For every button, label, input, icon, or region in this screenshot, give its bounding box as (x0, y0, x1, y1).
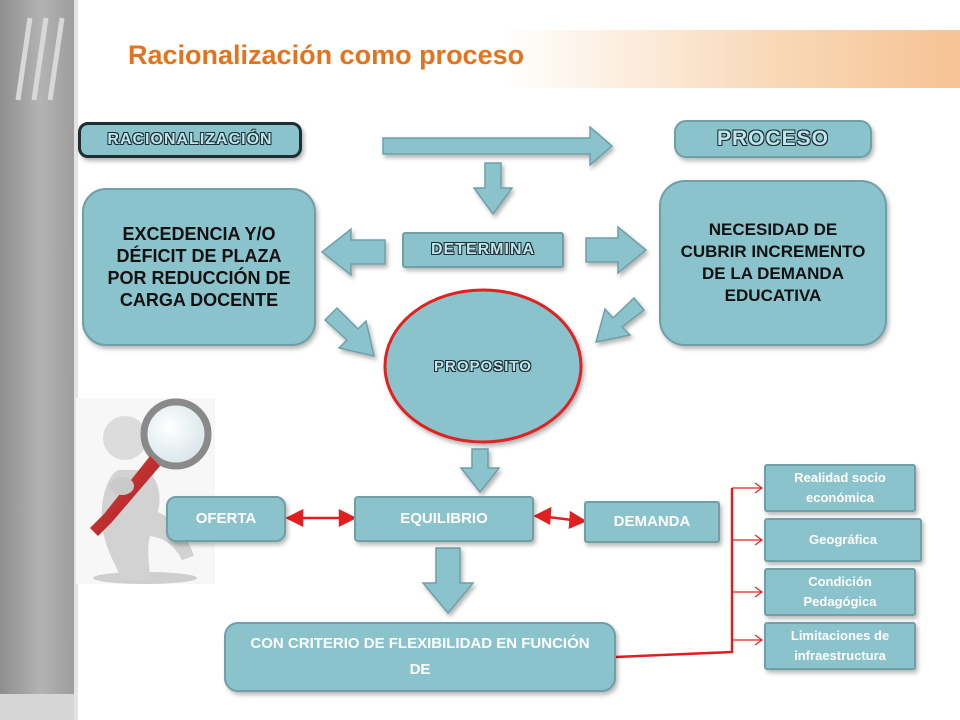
branch-arrow-realidad (732, 482, 764, 494)
excedencia-box: EXCEDENCIA Y/O DÉFICIT DE PLAZA POR REDU… (82, 188, 316, 346)
arrow-racionalizacion-to-proceso (382, 125, 614, 167)
realidad-box: Realidad socio económica (764, 464, 916, 512)
connector-criterio-factors (615, 488, 734, 659)
arrowhead-left-equilibrio (533, 506, 552, 526)
arrow-proposito-to-equilibrio (459, 448, 501, 494)
decorative-sidebar (0, 0, 74, 720)
arrow-determina-to-necesidad (585, 225, 648, 275)
condicion-label: Condición Pedagógica (803, 574, 877, 609)
oferta-box: OFERTA (166, 496, 286, 542)
proceso-box: PROCESO (674, 120, 872, 158)
proposito-ellipse (383, 288, 583, 444)
realidad-label: Realidad socio económica (794, 470, 886, 505)
necesidad-label: NECESIDAD DE CUBRIR INCREMENTO DE LA DEM… (680, 220, 866, 305)
arrowhead-right-demanda (568, 510, 587, 529)
racionalizacion-label: RACIONALIZACIÓN (107, 131, 273, 148)
determina-box: DETERMINA (402, 232, 564, 268)
person-with-magnifier-icon (76, 398, 215, 584)
proposito-label: PROPOSITO (434, 357, 532, 375)
arrow-excedencia-to-proposito (323, 306, 375, 357)
equilibrio-box: EQUILIBRIO (354, 496, 534, 542)
demanda-box: DEMANDA (584, 501, 720, 543)
branch-arrow-geografica (732, 534, 764, 546)
criterio-label: CON CRITERIO DE FLEXIBILIDAD EN FUNCIÓN … (250, 635, 590, 678)
connector-equilibrio-demanda (547, 515, 573, 522)
arrow-determina-to-excedencia (320, 227, 386, 277)
arrow-necesidad-to-proposito (594, 296, 646, 343)
excedencia-label: EXCEDENCIA Y/O DÉFICIT DE PLAZA POR REDU… (107, 224, 291, 310)
limitaciones-label: Limitaciones de infraestructura (790, 628, 890, 663)
sidebar-logo-icon (15, 17, 65, 101)
necesidad-box: NECESIDAD DE CUBRIR INCREMENTO DE LA DEM… (659, 180, 887, 346)
oferta-label: OFERTA (195, 510, 257, 527)
page-title: Racionalización como proceso (128, 40, 525, 70)
arrow-down-to-determina (472, 162, 514, 216)
sidebar-divider (74, 0, 78, 720)
proceso-label: PROCESO (716, 127, 830, 150)
determina-label: DETERMINA (430, 241, 536, 258)
demanda-label: DEMANDA (613, 513, 691, 530)
bottom-strip (0, 694, 74, 720)
arrow-equilibrio-to-criterio (421, 547, 475, 615)
title-band (78, 30, 960, 88)
arrowhead-left-oferta (285, 508, 304, 528)
equilibrio-label: EQUILIBRIO (400, 510, 488, 527)
limitaciones-box: Limitaciones de infraestructura (764, 622, 916, 670)
arrowhead-right-equilibrio (338, 508, 357, 528)
branch-arrow-condicion (732, 586, 764, 598)
condicion-box: Condición Pedagógica (764, 568, 916, 616)
proposito-text-holder: PROPOSITO (385, 352, 581, 380)
geografica-label: Geográfica (809, 532, 877, 547)
criterio-box: CON CRITERIO DE FLEXIBILIDAD EN FUNCIÓN … (224, 622, 616, 692)
geografica-box: Geográfica (764, 518, 922, 562)
branch-arrow-limitaciones (732, 634, 764, 646)
racionalizacion-box: RACIONALIZACIÓN (78, 122, 302, 158)
